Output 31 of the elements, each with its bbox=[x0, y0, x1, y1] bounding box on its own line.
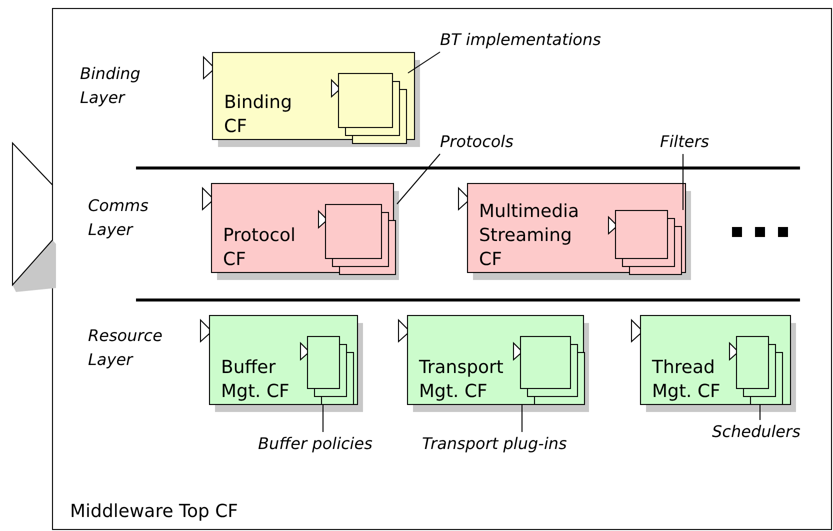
component-stack bbox=[605, 210, 683, 274]
component-label: Multimedia Streaming CF bbox=[479, 200, 580, 272]
callout-text: Schedulers bbox=[712, 420, 808, 444]
component-stack bbox=[328, 73, 408, 143]
component-box bbox=[201, 183, 401, 280]
component-box bbox=[397, 315, 591, 412]
callout-text: Filters bbox=[660, 130, 720, 154]
component-box bbox=[630, 315, 798, 412]
component-label: Thread Mgt. CF bbox=[652, 356, 722, 404]
component-stack bbox=[510, 336, 586, 404]
component-label: Transport Mgt. CF bbox=[419, 356, 504, 404]
callout-text: BT implementations bbox=[440, 28, 620, 52]
component-label: Buffer Mgt. CF bbox=[221, 356, 290, 404]
component-label: Binding CF bbox=[224, 91, 294, 139]
callout-text: Transport plug-ins bbox=[422, 432, 582, 456]
component-stack bbox=[726, 336, 784, 404]
component-label: Middleware Top CF bbox=[70, 500, 238, 524]
leader-line bbox=[682, 154, 684, 210]
layer-label: Binding Layer bbox=[80, 63, 142, 109]
component-label: Protocol CF bbox=[223, 224, 297, 272]
component-frame bbox=[12, 8, 832, 530]
callout-text: Buffer policies bbox=[258, 432, 388, 456]
component-stack bbox=[315, 204, 397, 274]
layer-label: Comms Layer bbox=[88, 195, 150, 241]
component-box bbox=[202, 52, 422, 147]
leader-line bbox=[322, 404, 324, 432]
component-box bbox=[199, 315, 365, 412]
layer-label: Resource Layer bbox=[88, 325, 164, 371]
component-stack bbox=[297, 336, 355, 404]
component-box bbox=[457, 183, 693, 280]
callout-text: Protocols bbox=[440, 130, 530, 154]
